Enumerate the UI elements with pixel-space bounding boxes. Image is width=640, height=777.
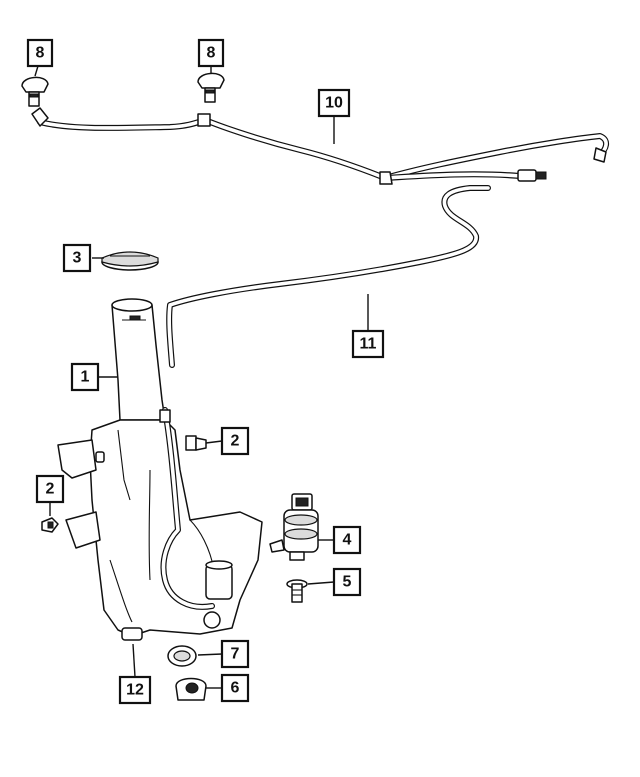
- callout-2-left: 2: [35, 474, 65, 504]
- screw-left: [41, 517, 59, 533]
- callout-label: 12: [126, 682, 144, 699]
- callout-6: 6: [220, 673, 250, 703]
- callout-label: 3: [73, 250, 82, 267]
- callout-12: 12: [118, 675, 152, 705]
- callout-2-right: 2: [220, 426, 250, 456]
- seal: [175, 677, 207, 701]
- reservoir-cap: [101, 251, 159, 271]
- screw-right: [185, 435, 207, 451]
- washer-hose-11: [166, 185, 491, 368]
- callout-5: 5: [332, 567, 362, 597]
- washer-nozzle-left: [21, 76, 49, 107]
- callout-1: 1: [70, 362, 100, 392]
- callout-8-left: 8: [26, 38, 54, 68]
- callout-label: 8: [36, 45, 45, 62]
- callout-label: 2: [231, 433, 240, 450]
- callout-4: 4: [332, 525, 362, 555]
- callout-label: 10: [325, 95, 343, 112]
- washer-hose-10: [31, 107, 609, 185]
- washer-nozzle-right: [197, 72, 225, 103]
- callout-label: 2: [46, 481, 55, 498]
- callout-10: 10: [317, 88, 351, 118]
- callout-label: 7: [231, 646, 240, 663]
- callout-3: 3: [62, 243, 92, 273]
- callout-label: 5: [343, 574, 352, 591]
- leader-lines: [34, 65, 369, 689]
- callout-label: 8: [207, 45, 216, 62]
- grommet: [167, 645, 197, 667]
- callout-label: 11: [360, 336, 377, 353]
- callout-8-right: 8: [197, 38, 225, 68]
- callout-label: 6: [231, 680, 240, 697]
- washer-pump: [269, 493, 319, 561]
- callout-7: 7: [220, 639, 250, 669]
- callout-label: 1: [81, 369, 90, 386]
- callout-label: 4: [343, 532, 352, 549]
- callout-11: 11: [351, 329, 385, 359]
- bolt: [286, 579, 308, 603]
- washer-reservoir: [57, 298, 263, 641]
